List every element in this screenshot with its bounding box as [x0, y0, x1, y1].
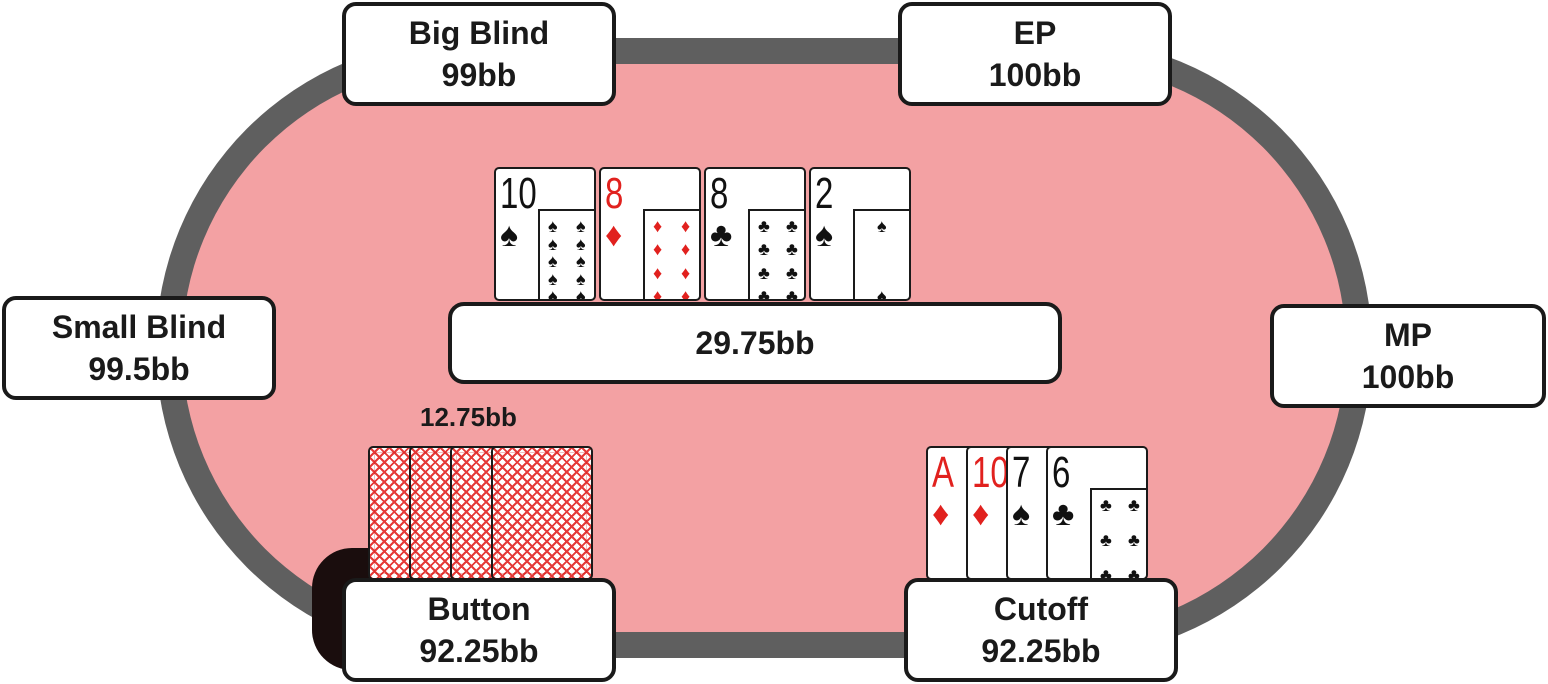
diamonds-pip-icon: ♦ — [653, 262, 663, 283]
seat-stack: 100bb — [1361, 359, 1455, 395]
seat-stack: 100bb — [988, 57, 1082, 93]
spades-pip-icon: ♠ — [877, 286, 887, 301]
diamonds-pip-icon: ♦ — [653, 239, 663, 260]
seat-big-blind[interactable]: Big Blind 99bb — [342, 2, 616, 106]
spades-pip-icon: ♠ — [576, 286, 586, 301]
face-down-card — [491, 446, 593, 580]
card-pip-area: ♦♦♦♦♦♦♦♦ — [643, 209, 699, 301]
diamonds-icon: ♦ — [972, 495, 990, 533]
card-rank: A — [932, 448, 955, 497]
card-rank: 2 — [815, 169, 834, 218]
seat-name: Big Blind — [408, 15, 550, 51]
seat-mp[interactable]: MP 100bb — [1270, 304, 1546, 408]
clubs-icon: ♣ — [710, 216, 733, 254]
button-bet-amount: 12.75bb — [420, 402, 517, 432]
clubs-pip-icon: ♣ — [1100, 565, 1112, 580]
spades-icon: ♠ — [815, 216, 834, 254]
spades-icon: ♠ — [500, 216, 519, 254]
clubs-pip-icon: ♣ — [786, 216, 798, 236]
seat-stack: 92.25bb — [419, 633, 539, 669]
playing-card: 8♣♣♣♣♣♣♣♣♣ — [704, 167, 806, 301]
seat-cutoff[interactable]: Cutoff 92.25bb — [904, 578, 1178, 682]
spades-pip-icon: ♠ — [548, 251, 558, 271]
clubs-pip-icon: ♣ — [758, 216, 770, 236]
card-pip-area: ♠♠ — [853, 209, 909, 301]
card-rank: 10 — [500, 169, 537, 218]
seat-name: Small Blind — [51, 309, 227, 345]
playing-card: 2♠♠♠ — [809, 167, 911, 301]
diamonds-pip-icon: ♦ — [681, 216, 691, 236]
diamonds-icon: ♦ — [605, 216, 623, 254]
spades-pip-icon: ♠ — [877, 216, 887, 236]
card-pip-area: ♣ ♣ ♣ ♣ ♣ ♣ — [1090, 488, 1146, 580]
seat-name: EP — [1013, 15, 1057, 51]
seat-name: MP — [1384, 317, 1432, 353]
seat-stack: 92.25bb — [981, 633, 1101, 669]
diamonds-pip-icon: ♦ — [653, 216, 663, 236]
card-rank: 6 — [1052, 448, 1071, 497]
spades-pip-icon: ♠ — [576, 268, 586, 289]
spades-pip-icon: ♠ — [548, 216, 558, 236]
playing-card: 10♠♠♠♠♠♠♠♠♠♠♠ — [494, 167, 596, 301]
clubs-pip-icon: ♣ — [786, 286, 798, 301]
pot-amount: 29.75bb — [695, 324, 815, 361]
diamonds-pip-icon: ♦ — [681, 262, 691, 283]
spades-pip-icon: ♠ — [576, 251, 586, 271]
clubs-pip-icon: ♣ — [1100, 530, 1112, 550]
card-pip-area: ♣♣♣♣♣♣♣♣ — [748, 209, 804, 301]
clubs-pip-icon: ♣ — [1128, 565, 1140, 580]
spades-pip-icon: ♠ — [548, 233, 558, 254]
clubs-pip-icon: ♣ — [758, 262, 770, 283]
spades-pip-icon: ♠ — [576, 216, 586, 236]
clubs-pip-icon: ♣ — [1100, 495, 1112, 515]
spades-pip-icon: ♠ — [548, 268, 558, 289]
seat-ep[interactable]: EP 100bb — [898, 2, 1172, 106]
seat-stack: 99.5bb — [88, 351, 190, 387]
clubs-pip-icon: ♣ — [758, 239, 770, 260]
diamonds-pip-icon: ♦ — [653, 286, 663, 301]
card-rank: 8 — [710, 169, 729, 218]
seat-button[interactable]: Button 92.25bb — [342, 578, 616, 682]
diamonds-pip-icon: ♦ — [681, 239, 691, 260]
card-rank: 8 — [605, 169, 624, 218]
seat-small-blind[interactable]: Small Blind 99.5bb — [2, 296, 276, 400]
spades-pip-icon: ♠ — [576, 233, 586, 254]
diamonds-pip-icon: ♦ — [681, 286, 691, 301]
card-rank: 7 — [1012, 448, 1031, 497]
pot-display: 29.75bb — [448, 302, 1062, 384]
card-rank: 10 — [972, 448, 1009, 497]
seat-name: Cutoff — [993, 591, 1089, 627]
spades-icon: ♠ — [1012, 495, 1031, 533]
clubs-pip-icon: ♣ — [758, 286, 770, 301]
card-pip-area: ♠♠♠♠♠♠♠♠♠♠ — [538, 209, 594, 301]
diamonds-icon: ♦ — [932, 495, 950, 533]
clubs-pip-icon: ♣ — [1128, 530, 1140, 550]
spades-pip-icon: ♠ — [548, 286, 558, 301]
seat-name: Button — [427, 591, 531, 627]
clubs-pip-icon: ♣ — [786, 262, 798, 283]
clubs-pip-icon: ♣ — [1128, 495, 1140, 515]
clubs-pip-icon: ♣ — [786, 239, 798, 260]
playing-card: 6♣♣♣♣♣♣♣ — [1046, 446, 1148, 580]
seat-stack: 99bb — [441, 57, 517, 93]
clubs-icon: ♣ — [1052, 495, 1075, 533]
playing-card: 8♦♦♦♦♦♦♦♦♦ — [599, 167, 701, 301]
